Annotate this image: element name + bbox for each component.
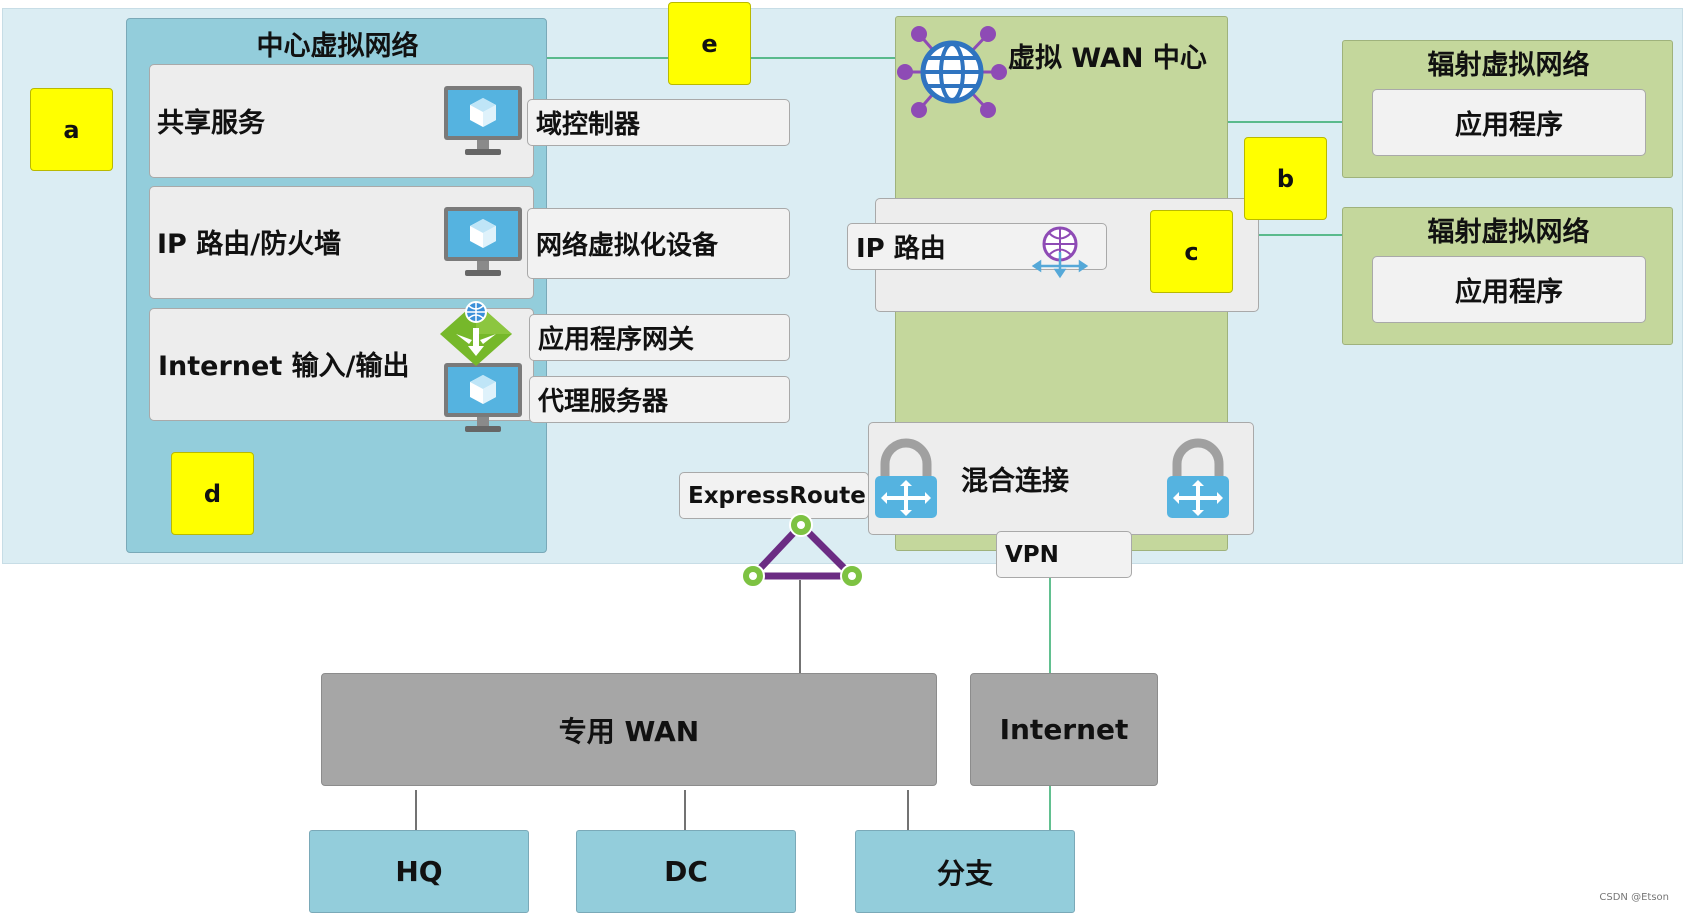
virtual-wan-globe-icon [897,26,1007,118]
callout-a: a [30,88,113,171]
callout-b: b [1244,137,1327,220]
branch-site-box: 分支 [855,830,1075,913]
route-table-icon [1031,226,1089,279]
spoke-application-box: 应用程序 [1372,89,1646,156]
virtual-machine-icon [444,363,522,432]
spoke-virtual-network: 辐射虚拟网络 应用程序 [1342,40,1673,178]
spoke-vnet-title: 辐射虚拟网络 [1427,50,1590,81]
hub-vnet-title: 中心虚拟网络 [256,31,419,62]
hq-site-box: HQ [309,830,529,913]
proxy-server-label: 代理服务器 [529,376,790,423]
callout-d: d [171,452,254,535]
domain-controller-label: 域控制器 [527,99,790,146]
virtual-machine-icon [444,86,522,155]
vpn-label: VPN [996,531,1132,578]
nva-label: 网络虚拟化设备 [527,208,790,279]
dc-site-box: DC [576,830,796,913]
virtual-wan-title: 虚拟 WAN 中心 [1008,43,1207,74]
application-gateway-icon [440,301,512,366]
virtual-machine-icon [444,207,522,276]
internet-box: Internet [970,673,1158,786]
hybrid-connection-label: 混合连接 [961,465,1069,497]
ip-routing-text: IP 路由 [856,234,946,264]
private-wan-box: 专用 WAN [321,673,937,786]
internet-io-label: Internet 输入/输出 [158,351,410,382]
spoke-virtual-network: 辐射虚拟网络 应用程序 [1342,207,1673,345]
expressroute-gateway-lock-icon [875,438,937,518]
expressroute-label: ExpressRoute [679,472,869,519]
spoke-vnet-title: 辐射虚拟网络 [1427,217,1590,248]
spoke-application-box: 应用程序 [1372,256,1646,323]
ip-routing-firewall-label: IP 路由/防火墙 [157,229,342,260]
vpn-gateway-lock-icon [1167,438,1229,518]
callout-c: c [1150,210,1233,293]
expressroute-circuit-icon [741,513,864,588]
callout-e: e [668,2,751,85]
watermark: CSDN @Etson [1599,892,1669,903]
shared-services-label: 共享服务 [157,107,265,139]
app-gateway-label: 应用程序网关 [529,314,790,361]
